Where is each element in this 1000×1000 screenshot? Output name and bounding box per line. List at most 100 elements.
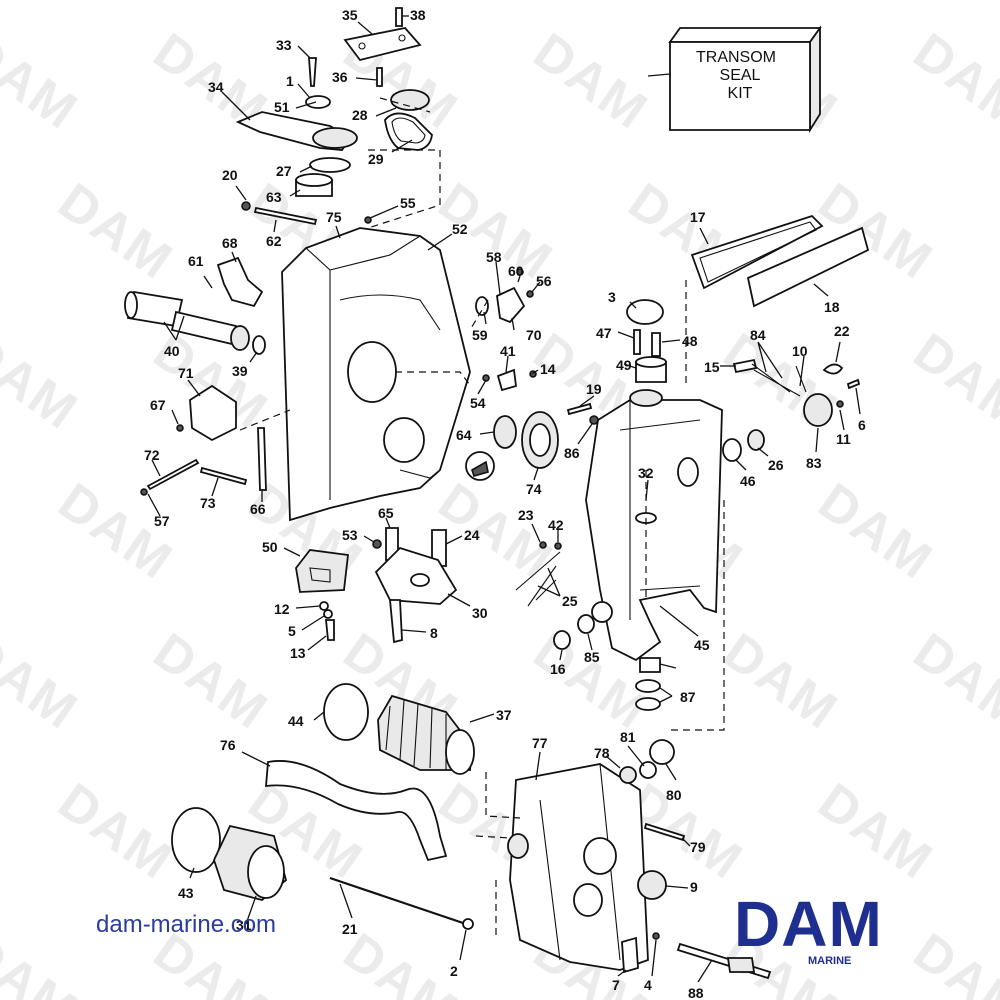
callout-label: 84: [750, 327, 766, 343]
watermark-text: DAM: [143, 622, 278, 741]
callout-label: 39: [232, 363, 248, 379]
gimbal-cap: [390, 89, 430, 111]
callout-label: 31: [236, 917, 252, 933]
site-url: dam-marine.com: [96, 911, 276, 938]
callout-label: 18: [824, 299, 840, 315]
logo-text: DAM: [734, 888, 883, 960]
callout-label: 9: [690, 879, 698, 895]
washer: [649, 739, 675, 765]
callout-label: 29: [368, 151, 384, 167]
stud: [253, 206, 318, 226]
watermark-text: DAM: [48, 472, 183, 591]
callout-label: 51: [274, 99, 290, 115]
callout-label: 47: [596, 325, 612, 341]
callout-label: 59: [472, 327, 488, 343]
callout-label: 57: [154, 513, 170, 529]
seal-strip: [690, 214, 824, 290]
callout-label: 24: [464, 527, 480, 543]
callout-label: 52: [452, 221, 468, 237]
washer: [635, 679, 661, 693]
watermark-text: DAM: [808, 172, 943, 291]
callout-label: 40: [164, 343, 180, 359]
callout-label: 86: [564, 445, 580, 461]
callout-label: 6: [858, 417, 866, 433]
watermark-text: DAM: [903, 922, 1000, 1000]
stud: [199, 466, 248, 486]
bushing: [722, 438, 742, 462]
callout-label: 26: [768, 457, 784, 473]
watermark-text: DAM: [0, 622, 88, 741]
watermark-text: DAM: [903, 322, 1000, 441]
callout-label: 62: [266, 233, 282, 249]
watermark-text: DAM: [713, 622, 848, 741]
callout-label: 73: [200, 495, 216, 511]
callout-label: 85: [584, 649, 600, 665]
seal: [493, 415, 517, 449]
callout-label: 50: [262, 539, 278, 555]
callout-label: 33: [276, 37, 292, 53]
watermark-layer: DAM DAM DAM DAM DAM DAM DAM DAM DAM DAM DAM DAM DAM D…: [0, 22, 1000, 1000]
logo-subtitle: MARINE: [808, 955, 851, 967]
callout-label: 66: [250, 501, 266, 517]
o-ring: [309, 157, 351, 173]
callout-label: 48: [682, 333, 698, 349]
callout-label: 3: [608, 289, 616, 305]
kit-label-line: TRANSOM: [696, 49, 776, 66]
fitting: [496, 286, 526, 324]
callout-label: 45: [694, 637, 710, 653]
bushing: [747, 429, 765, 451]
callout-label: 14: [540, 361, 556, 377]
watermark-text: DAM: [0, 22, 88, 141]
callout-label: 11: [836, 431, 851, 447]
callout-label: 27: [276, 163, 292, 179]
callout-label: 5: [288, 623, 296, 639]
callout-label: 55: [400, 195, 416, 211]
washer: [635, 697, 661, 711]
callout-label: 49: [616, 357, 632, 373]
part-drawings: [124, 7, 870, 980]
watermark-text: DAM: [48, 172, 183, 291]
leader-lines: [147, 15, 861, 983]
callout-label: 83: [806, 455, 822, 471]
callout-label: 34: [208, 79, 224, 95]
screw: [376, 67, 383, 87]
callout-label: 25: [562, 593, 578, 609]
callout-label: 37: [496, 707, 512, 723]
callout-label: 53: [342, 527, 358, 543]
callout-label: 56: [536, 273, 552, 289]
cover-plate: [343, 27, 422, 62]
callout-label: 23: [518, 507, 534, 523]
kit-label-line: SEAL: [720, 67, 761, 84]
clip: [496, 368, 517, 392]
callout-label: 22: [834, 323, 850, 339]
callout-label: 41: [500, 343, 516, 359]
callout-label: 32: [638, 465, 654, 481]
callout-label: 15: [704, 359, 720, 375]
steering-hub: [312, 127, 358, 149]
callout-label: 30: [472, 605, 488, 621]
seal-strip: [746, 226, 870, 308]
kit-label-line: KIT: [728, 85, 753, 102]
callout-label: 70: [526, 327, 542, 343]
watermark-text: DAM: [428, 472, 563, 591]
watermark-text: DAM: [808, 472, 943, 591]
callout-label: 77: [532, 735, 548, 751]
watermark-text: DAM: [48, 772, 183, 891]
callout-label: 60: [508, 263, 524, 279]
callout-label: 46: [740, 473, 756, 489]
gasket: [384, 112, 433, 151]
callout-label: 43: [178, 885, 194, 901]
watermark-text: DAM: [0, 922, 88, 1000]
callout-layer: 35 38 33 36 1 34 51 28 29 27 20 63 75 55…: [144, 7, 866, 1000]
callout-label: 71: [178, 365, 194, 381]
callout-label: 65: [378, 505, 394, 521]
callout-label: 36: [332, 69, 348, 85]
callout-label: 13: [290, 645, 306, 661]
callout-label: 35: [342, 7, 358, 23]
callout-label: 81: [620, 729, 636, 745]
bushing: [639, 657, 661, 673]
callout-label: 87: [680, 689, 696, 705]
callout-label: 7: [612, 977, 620, 993]
callout-label: 54: [470, 395, 486, 411]
